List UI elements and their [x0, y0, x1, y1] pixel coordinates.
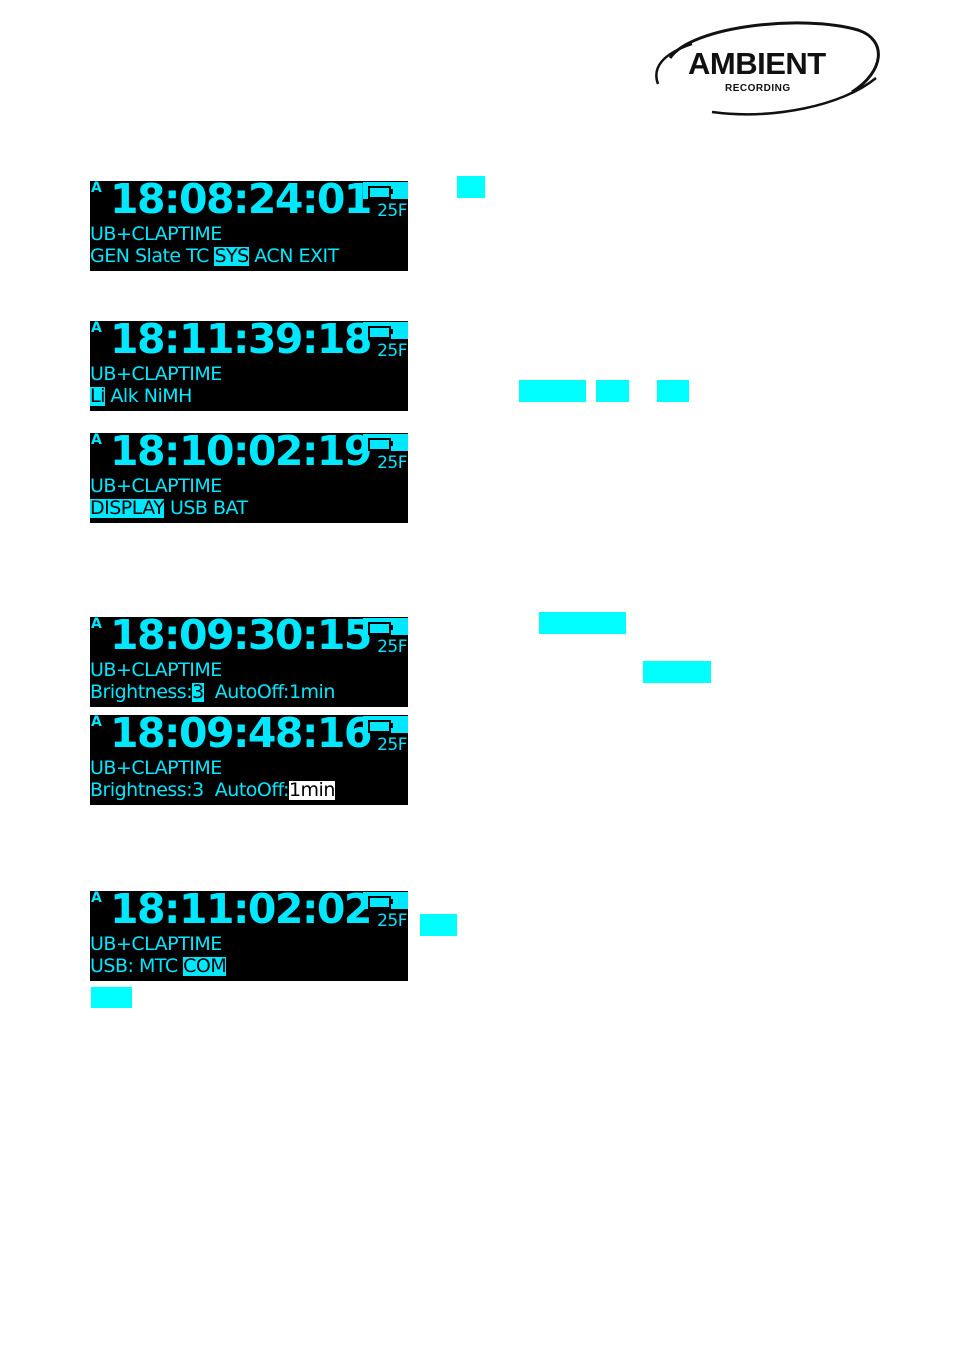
user-bits-line: UB+CLAPTIME: [90, 223, 222, 245]
menu-item-sys-selected[interactable]: SYS: [214, 245, 249, 267]
brightness-label: Brightness:: [90, 681, 193, 703]
oled-screen-battery-type: A 18:11:39:18 25F UB+CLAPTIME Li Alk NiM…: [90, 321, 408, 411]
channel-indicator: A: [91, 181, 102, 196]
menu-item-exit[interactable]: EXIT: [298, 245, 339, 267]
menu-row: GEN Slate TC SYS ACN EXIT: [90, 247, 339, 266]
autooff-value-selected[interactable]: 1min: [288, 779, 335, 801]
channel-indicator: A: [91, 321, 102, 336]
highlight-mark: [420, 914, 457, 936]
timecode-display: 18:11:02:02: [110, 891, 372, 933]
menu-item-bat[interactable]: BAT: [213, 497, 248, 519]
battery-icon: [363, 618, 408, 635]
timecode-display: 18:08:24:01: [110, 181, 372, 223]
frame-rate: 25F: [377, 911, 407, 931]
channel-indicator: A: [91, 715, 102, 730]
user-bits-line: UB+CLAPTIME: [90, 933, 222, 955]
user-bits-line: UB+CLAPTIME: [90, 659, 222, 681]
usb-mode-label: USB: MTC: [90, 955, 184, 977]
menu-row: Li Alk NiMH: [90, 387, 192, 406]
user-bits-line: UB+CLAPTIME: [90, 757, 222, 779]
highlight-mark: [519, 380, 586, 402]
menu-item-nimh[interactable]: NiMH: [143, 385, 193, 407]
autooff-setting[interactable]: AutoOff:1min: [203, 681, 336, 703]
frame-rate: 25F: [377, 637, 407, 657]
usb-mode-com-selected[interactable]: COM: [183, 955, 227, 977]
menu-item-alk[interactable]: Alk: [110, 385, 139, 407]
menu-item-li-selected[interactable]: Li: [90, 385, 105, 407]
menu-item-display-selected[interactable]: DISPLAY: [90, 497, 165, 519]
highlight-mark: [643, 661, 711, 683]
highlight-mark: [91, 987, 132, 1008]
timecode-display: 18:10:02:19: [110, 433, 372, 475]
brightness-value-selected[interactable]: 3: [192, 681, 204, 703]
menu-row: Brightness:3 AutoOff:1min: [90, 781, 335, 800]
battery-icon: [363, 322, 408, 339]
frame-rate: 25F: [377, 453, 407, 473]
battery-icon: [363, 716, 408, 733]
ambient-recording-logo: AMBIENT RECORDING: [652, 20, 884, 118]
oled-screen-usb-mode: A 18:11:02:02 25F UB+CLAPTIME USB: MTC C…: [90, 891, 408, 981]
timecode-display: 18:11:39:18: [110, 321, 372, 363]
oled-screen-sys-menu: A 18:10:02:19 25F UB+CLAPTIME DISPLAY US…: [90, 433, 408, 523]
logo-wordmark: AMBIENT: [688, 46, 826, 81]
timecode-display: 18:09:30:15: [110, 617, 372, 659]
frame-rate: 25F: [377, 341, 407, 361]
highlight-mark: [539, 612, 626, 634]
user-bits-line: UB+CLAPTIME: [90, 363, 222, 385]
highlight-mark: [596, 380, 629, 402]
menu-item-slate[interactable]: Slate: [135, 245, 181, 267]
menu-item-usb[interactable]: USB: [169, 497, 208, 519]
logo-subtitle: RECORDING: [725, 83, 791, 94]
menu-row: USB: MTC COM: [90, 955, 227, 977]
channel-indicator: A: [91, 617, 102, 632]
logo-swoosh-icon: [655, 21, 880, 116]
oled-screen-display-autooff: A 18:09:48:16 25F UB+CLAPTIME Brightness…: [90, 715, 408, 805]
menu-row: Brightness:3 AutoOff:1min: [90, 683, 335, 702]
channel-indicator: A: [91, 891, 102, 906]
menu-item-tc[interactable]: TC: [186, 245, 209, 267]
oled-screen-display-brightness: A 18:09:30:15 25F UB+CLAPTIME Brightness…: [90, 617, 408, 707]
menu-item-gen[interactable]: GEN: [90, 245, 130, 267]
highlight-mark: [657, 380, 689, 402]
frame-rate: 25F: [377, 201, 407, 221]
battery-icon: [363, 434, 408, 451]
battery-icon: [363, 892, 408, 909]
menu-item-acn[interactable]: ACN: [254, 245, 293, 267]
highlight-mark: [457, 176, 485, 198]
menu-row: DISPLAY USB BAT: [90, 499, 248, 518]
user-bits-line: UB+CLAPTIME: [90, 475, 222, 497]
brightness-autooff-label: Brightness:3 AutoOff:: [90, 779, 289, 801]
timecode-display: 18:09:48:16: [110, 715, 372, 757]
battery-icon: [363, 182, 408, 199]
channel-indicator: A: [91, 433, 102, 448]
frame-rate: 25F: [377, 735, 407, 755]
oled-screen-main-menu: A 18:08:24:01 25F UB+CLAPTIME GEN Slate …: [90, 181, 408, 271]
